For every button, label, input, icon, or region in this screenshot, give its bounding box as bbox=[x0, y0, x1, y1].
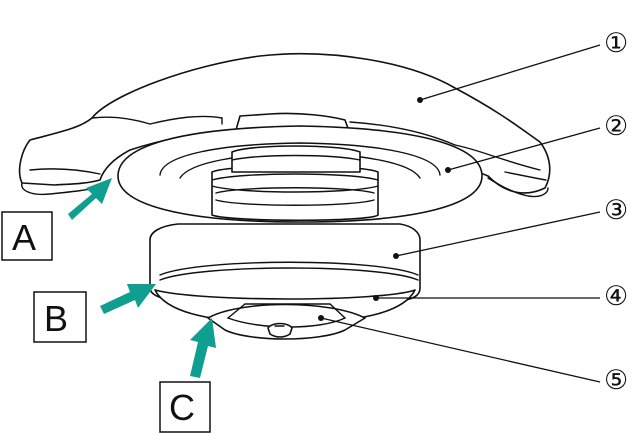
spring-stem bbox=[211, 145, 379, 222]
svg-text:④: ④ bbox=[604, 281, 628, 312]
svg-text:A: A bbox=[12, 217, 36, 258]
vacuum-valve bbox=[207, 303, 366, 340]
arrow-a: A bbox=[1, 178, 112, 261]
part-label-2: ② bbox=[445, 111, 628, 173]
svg-text:B: B bbox=[44, 298, 68, 339]
part-label-5: ⑤ bbox=[318, 315, 628, 396]
svg-text:C: C bbox=[169, 387, 195, 428]
part-label-3: ③ bbox=[393, 195, 628, 259]
arrow-c: C bbox=[159, 318, 216, 433]
svg-text:②: ② bbox=[604, 111, 628, 142]
part-label-1: ① bbox=[417, 28, 628, 103]
svg-text:⑤: ⑤ bbox=[604, 365, 628, 396]
lower-body-ring bbox=[149, 223, 421, 301]
arrow-b: B bbox=[33, 284, 156, 343]
svg-text:③: ③ bbox=[604, 195, 628, 226]
part-label-4: ④ bbox=[373, 281, 628, 312]
svg-text:①: ① bbox=[604, 28, 628, 59]
